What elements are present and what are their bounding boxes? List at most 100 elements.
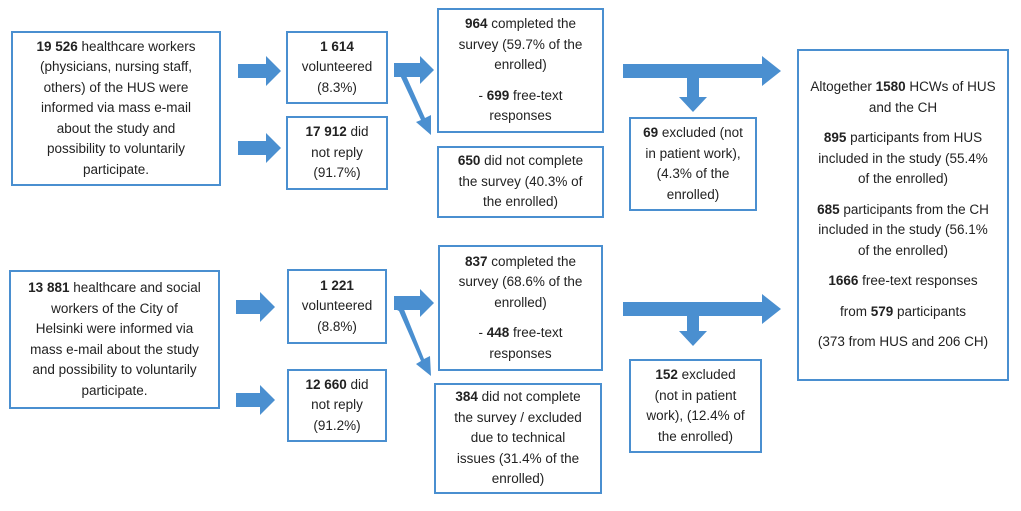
line-text: responses	[489, 345, 552, 361]
text-line: 1666 free-text responses	[807, 271, 999, 292]
text-line: responses	[448, 344, 593, 365]
text-line: workers of the City of	[19, 299, 210, 320]
line-text: completed the	[487, 16, 577, 32]
line-text: not reply	[311, 397, 363, 413]
line-text: due to technical	[470, 430, 566, 446]
line-text: and the CH	[868, 99, 938, 115]
text-line: others) of the HUS were	[21, 78, 211, 99]
line-text: included in the study (56.1%	[818, 222, 988, 238]
text-line: informed via mass e-mail	[21, 98, 211, 119]
text-line: survey (59.7% of the	[447, 35, 594, 56]
line-gap	[807, 292, 999, 302]
bold-number: 152	[655, 367, 678, 382]
line-text: survey (68.6% of the	[458, 274, 583, 290]
line-text: enrolled)	[494, 57, 547, 73]
text-line: the enrolled)	[639, 427, 752, 448]
arrow-hus-to-excluded	[679, 78, 707, 112]
line-text: did not complete	[477, 389, 581, 405]
line-text: (373 from HUS and 206 CH)	[817, 334, 989, 350]
line-text: (8.8%)	[317, 318, 357, 334]
text-line: (373 from HUS and 206 CH)	[807, 332, 999, 353]
line-text: survey (59.7% of the	[458, 36, 583, 52]
bold-number: 1 614	[320, 38, 354, 54]
text-line: possibility to voluntarily	[21, 139, 211, 160]
arrow-hus-to-noreply	[238, 133, 281, 163]
text-line: 12 660 did	[297, 375, 377, 396]
text-line: enrolled)	[448, 293, 593, 314]
line-text: not reply	[311, 144, 363, 160]
hus-volunteered-box: 1 614 volunteered(8.3%)	[286, 31, 388, 104]
text-line: of the enrolled)	[807, 169, 999, 190]
line-text: included in the study (55.4%	[818, 150, 988, 166]
bold-number: 1666	[828, 273, 859, 289]
line-text: and possibility to voluntarily	[32, 362, 197, 377]
line-text: (8.3%)	[317, 79, 357, 95]
text-line: (not in patient	[639, 386, 752, 407]
line-text: HCWs of HUS	[905, 79, 996, 95]
line-text: about the study and	[56, 120, 176, 136]
text-line: the enrolled)	[447, 192, 594, 213]
text-line: in patient work),	[639, 144, 747, 165]
bold-number: 13 881	[28, 280, 70, 295]
line-text: from	[839, 303, 871, 319]
line-text: (4.3% of the	[656, 166, 730, 181]
line-text: informed via mass e-mail	[40, 100, 192, 116]
bold-number: 579	[870, 303, 894, 319]
line-text: did	[346, 376, 369, 392]
text-line: 685 participants from the CH	[807, 200, 999, 221]
text-line: 13 881 healthcare and social	[19, 278, 210, 299]
text-line: volunteered	[296, 57, 378, 78]
bold-number: 699	[486, 87, 510, 103]
text-line: 964 completed the	[447, 14, 594, 35]
text-line: the survey / excluded	[444, 408, 592, 429]
arrow-ch-to-noreply	[236, 385, 275, 415]
bold-number: 448	[486, 325, 510, 341]
text-line: enrolled)	[639, 185, 747, 206]
text-line: responses	[447, 106, 594, 127]
line-text: -	[478, 325, 487, 341]
bold-number: 964	[464, 16, 488, 32]
bold-number: 650	[457, 153, 481, 169]
text-line: (91.7%)	[296, 163, 378, 184]
text-line: - 448 free-text	[448, 323, 593, 344]
line-text: healthcare workers	[77, 38, 196, 54]
bold-number: 895	[823, 130, 847, 146]
line-text: participants from the CH	[839, 201, 989, 217]
ch-volunteered-box: 1 221 volunteered(8.8%)	[287, 269, 387, 344]
line-gap	[807, 118, 999, 128]
text-line: issues (31.4% of the	[444, 449, 592, 470]
text-line: enrolled)	[444, 469, 592, 490]
text-line: of the enrolled)	[807, 241, 999, 262]
text-line: enrolled)	[447, 55, 594, 76]
line-text: free-text	[509, 325, 563, 341]
text-line: included in the study (56.1%	[807, 220, 999, 241]
arrow-ch-vol-to-notcompleted	[397, 307, 431, 376]
line-gap	[807, 261, 999, 271]
arrow-hus-to-volunteered	[238, 56, 281, 86]
bold-number: 17 912	[305, 124, 347, 140]
bold-number: 69	[643, 125, 659, 140]
line-text: responses	[489, 108, 552, 124]
line-text: mass e-mail about the study	[30, 341, 199, 357]
text-line: (8.3%)	[296, 78, 378, 99]
text-line: 1 221	[297, 276, 377, 297]
line-text: participate.	[82, 161, 150, 177]
text-line: Altogether 1580 HCWs of HUS	[807, 77, 999, 98]
line-text: free-text	[509, 87, 563, 103]
arrow-hus-vol-to-completed	[394, 56, 434, 84]
bold-number: 1 221	[320, 277, 354, 293]
text-line: work), (12.4% of	[639, 406, 752, 427]
line-text: participants	[893, 303, 967, 319]
line-text: enrolled)	[494, 294, 547, 310]
text-line: 1 614	[296, 37, 378, 58]
text-line: (4.3% of the	[639, 164, 747, 185]
text-line: volunteered	[297, 296, 377, 317]
arrow-hus-to-summary	[623, 56, 781, 86]
text-line: from 579 participants	[807, 302, 999, 323]
line-text: of the enrolled)	[857, 171, 949, 187]
text-line: (physicians, nursing staff,	[21, 57, 211, 78]
line-gap	[807, 322, 999, 332]
